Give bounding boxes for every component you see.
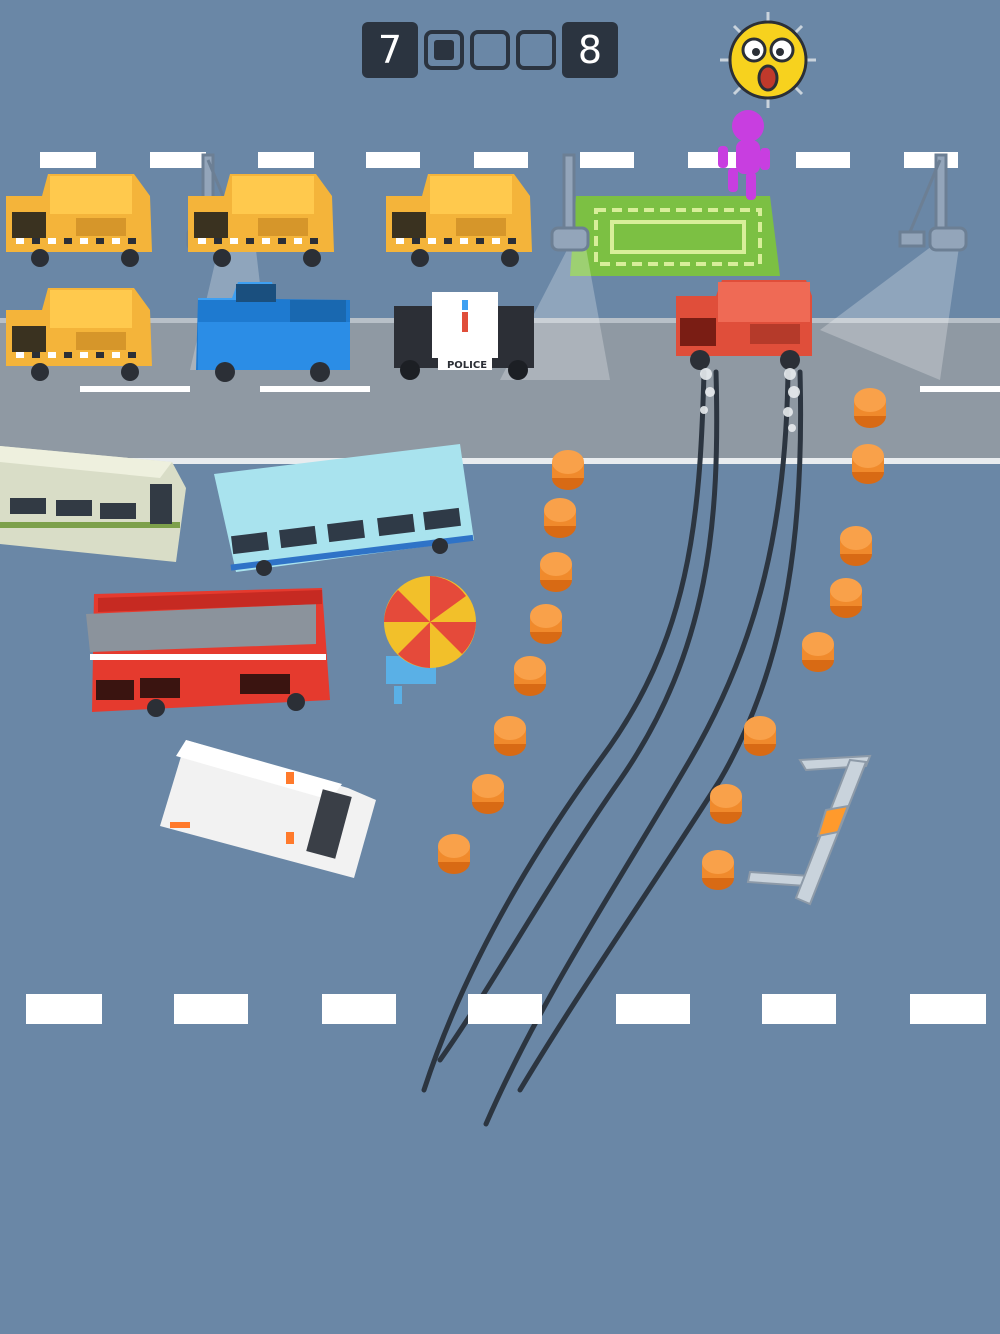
orange-barrel — [702, 850, 734, 890]
orange-barrel — [472, 774, 504, 814]
orange-barrel — [854, 388, 886, 428]
stage-indicator-2 — [470, 30, 510, 70]
level-progress-bar: 7 8 — [362, 22, 618, 78]
police-car: POLICE — [394, 292, 534, 380]
orange-barrel — [802, 632, 834, 672]
orange-barrel — [494, 716, 526, 756]
orange-barrel — [744, 716, 776, 756]
player-car[interactable] — [676, 280, 812, 370]
fire-truck — [86, 588, 330, 717]
next-level-badge: 8 — [562, 22, 618, 78]
taxi — [6, 288, 152, 381]
tire-smoke — [700, 368, 800, 432]
light-blue-bus — [214, 444, 474, 576]
gate-barrier — [746, 754, 872, 906]
tire-skid-marks — [421, 369, 804, 1127]
shocked-face-icon — [720, 12, 816, 108]
orange-barrels — [438, 388, 886, 890]
stage-indicator-3 — [516, 30, 556, 70]
orange-barrel — [544, 498, 576, 538]
orange-barrel — [514, 656, 546, 696]
ambulance — [160, 740, 376, 878]
orange-barrel — [710, 784, 742, 824]
parking-target-spot[interactable] — [570, 196, 780, 276]
taxi — [6, 174, 152, 267]
current-level-badge: 7 — [362, 22, 418, 78]
taxi-row — [6, 174, 532, 381]
orange-barrel — [540, 552, 572, 592]
orange-barrel — [552, 450, 584, 490]
stage-indicator-1 — [424, 30, 464, 70]
top-lane-markings — [40, 152, 958, 168]
orange-barrel — [830, 578, 862, 618]
cream-bus — [0, 446, 186, 562]
blue-pickup-truck — [196, 282, 350, 382]
police-label: POLICE — [447, 360, 487, 371]
umbrella-stand — [384, 576, 476, 704]
taxi — [386, 174, 532, 267]
orange-barrel — [438, 834, 470, 874]
orange-barrel — [840, 526, 872, 566]
pedestrian — [718, 110, 770, 200]
taxi — [188, 174, 334, 267]
bottom-lane-markings — [26, 994, 986, 1024]
orange-barrel — [852, 444, 884, 484]
orange-barrel — [530, 604, 562, 644]
